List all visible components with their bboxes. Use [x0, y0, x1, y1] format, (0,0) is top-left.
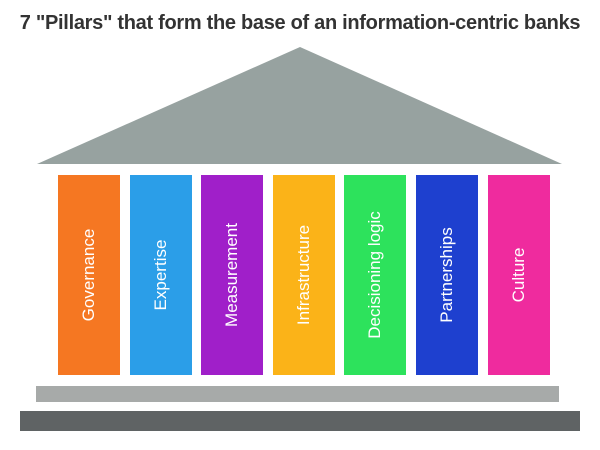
pillar-partnerships: Partnerships — [416, 175, 478, 375]
pillar-culture: Culture — [488, 175, 550, 375]
pillar-label: Culture — [509, 247, 528, 303]
pillar-infrastructure: Infrastructure — [273, 175, 335, 375]
pillar-decisioning-logic: Decisioning logic — [344, 175, 406, 375]
pillar-label: Decisioning logic — [365, 211, 384, 339]
pillar-label: Partnerships — [437, 227, 456, 323]
roof-triangle — [37, 47, 562, 164]
base-upper-step — [36, 386, 559, 402]
pillar-governance: Governance — [58, 175, 120, 375]
base-lower-step — [20, 411, 580, 431]
pillar-label: Expertise — [151, 239, 170, 311]
pillar-measurement: Measurement — [201, 175, 263, 375]
pillar-expertise: Expertise — [130, 175, 192, 375]
pillar-label: Measurement — [222, 223, 241, 327]
diagram-title: 7 "Pillars" that form the base of an inf… — [19, 12, 581, 34]
pillar-label: Governance — [79, 228, 98, 322]
pillar-label: Infrastructure — [294, 224, 313, 326]
